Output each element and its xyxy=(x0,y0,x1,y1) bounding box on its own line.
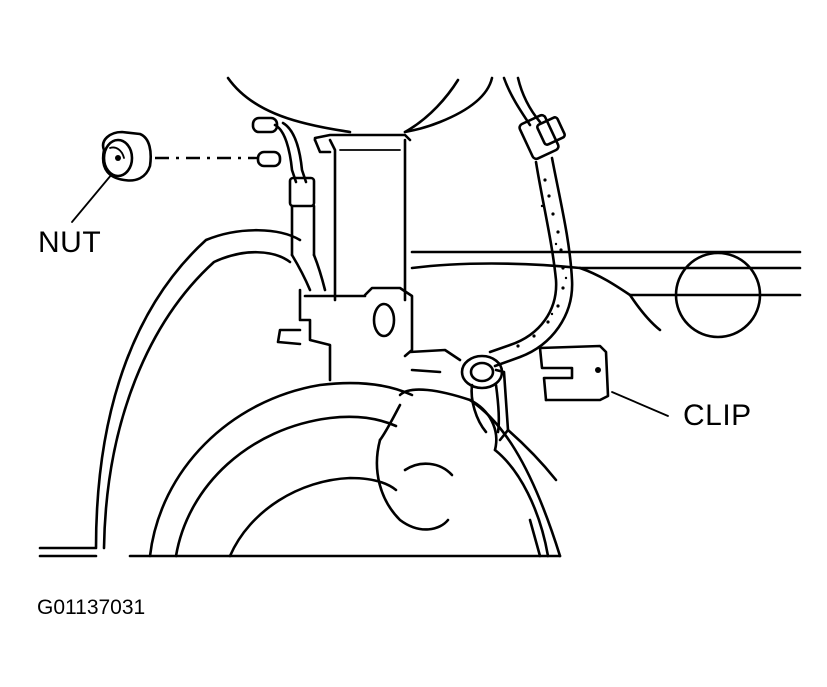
knuckle-bracket xyxy=(276,286,462,382)
clip-icon xyxy=(538,344,610,402)
hose-end-fitting xyxy=(460,354,504,434)
nut-callout-label: NUT xyxy=(38,226,102,259)
flexible-brake-hose xyxy=(488,76,574,368)
clip-leader-line xyxy=(611,391,669,417)
fender-arch xyxy=(38,228,302,558)
dust-shield xyxy=(506,428,558,558)
upper-body-outline xyxy=(226,76,494,134)
nut-icon xyxy=(101,130,152,182)
body-panel xyxy=(410,250,802,339)
brake-caliper xyxy=(375,368,562,558)
figure-id: G01137031 xyxy=(37,596,146,619)
strut-tube xyxy=(313,133,412,302)
brake-disc xyxy=(128,381,562,558)
upper-brake-line xyxy=(273,121,327,292)
nut-leader-line xyxy=(71,173,113,223)
clip-callout-label: CLIP xyxy=(683,399,752,432)
